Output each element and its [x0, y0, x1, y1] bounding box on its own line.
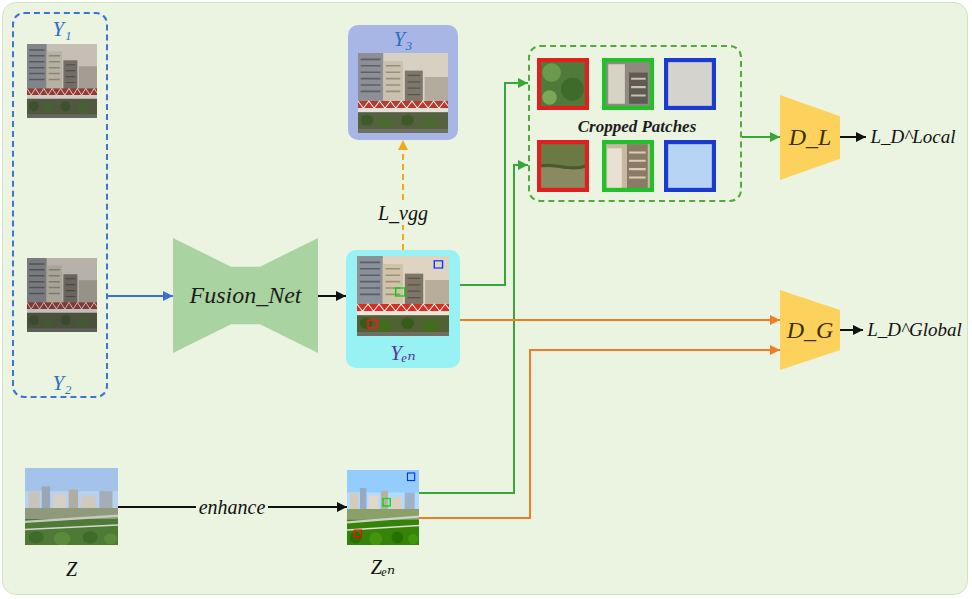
discriminator-block: D_G [780, 290, 840, 370]
input-image [27, 44, 97, 118]
use-element [27, 44, 97, 118]
network-block: Fusion_Net [173, 238, 318, 353]
rect-element [407, 473, 414, 481]
rect-element [396, 288, 405, 296]
use-element [27, 258, 97, 332]
patch-image [602, 58, 654, 110]
discriminator-name: D_G [787, 316, 834, 345]
connector [742, 136, 780, 138]
image-label: Zₑₙ [371, 555, 395, 579]
rect-element [607, 148, 622, 190]
image-label: Y₃ [394, 27, 413, 52]
rect-element [666, 60, 714, 108]
connector [402, 140, 404, 250]
patch-image [602, 140, 654, 192]
rect-element [664, 58, 716, 110]
rect-element [434, 261, 442, 268]
image-label: Y₁ [53, 17, 72, 42]
use-element [358, 53, 448, 133]
rect-element [666, 142, 714, 190]
enhanced-image [347, 470, 419, 545]
image-node: Zₑₙ [347, 470, 419, 545]
use-element [25, 468, 118, 545]
rect-element [604, 60, 652, 108]
loss-output: L_D^Global [863, 317, 966, 344]
path-element [537, 165, 589, 168]
connector [108, 295, 173, 297]
rect-element [627, 144, 648, 190]
use-element [347, 470, 419, 545]
rect-element [537, 140, 589, 192]
connector [460, 83, 528, 285]
connector [840, 329, 863, 331]
rect-element [602, 140, 654, 192]
connector [460, 319, 780, 321]
rect-element [539, 60, 587, 108]
patch-group: Cropped Patches [528, 45, 742, 202]
connector [419, 350, 780, 518]
image-node: Z [25, 468, 118, 545]
reference-image [358, 53, 448, 133]
path-element [629, 152, 646, 177]
rect-element [604, 142, 652, 190]
discriminator-block: D_L [780, 95, 840, 180]
loss-label: L_D^Local [870, 126, 955, 149]
rect-element [629, 73, 648, 104]
use-element [357, 256, 449, 336]
shape-fill [780, 290, 840, 370]
shape-fill [173, 238, 318, 353]
image-label: Yₑₙ [390, 341, 416, 366]
patch-image [537, 140, 589, 192]
reference-panel: Y₃ [348, 25, 458, 140]
fused-image [357, 256, 449, 336]
image-label: Z [66, 557, 77, 581]
network-name: Fusion_Net [190, 281, 302, 310]
patch-image [664, 58, 716, 110]
rect-element [602, 58, 654, 110]
circle-element [561, 78, 584, 101]
circle-element [542, 90, 557, 105]
rect-element [539, 142, 587, 190]
loss-label: L_D^Global [867, 319, 962, 342]
group-title: Cropped Patches [578, 117, 697, 137]
connector [840, 136, 866, 138]
rect-element [664, 140, 716, 192]
input-group: Y₁ Y₂ [12, 12, 108, 398]
discriminator-name: D_L [789, 123, 832, 152]
edge-label: L_vgg [375, 201, 431, 225]
edge-label: enhance [196, 495, 269, 519]
output-panel: Yₑₙ [346, 250, 460, 368]
rect-element [537, 58, 589, 110]
patch-image [664, 140, 716, 192]
circle-element [542, 63, 561, 82]
connector [318, 295, 346, 297]
image-label: Y₂ [53, 371, 72, 396]
loss-output: L_D^Local [866, 124, 960, 151]
rect-element [383, 499, 390, 507]
rect-element [354, 530, 361, 538]
unpaired-image [25, 468, 118, 545]
shape-fill [780, 95, 840, 180]
path-element [631, 79, 646, 96]
rect-element [608, 64, 625, 104]
input-image [27, 258, 97, 332]
patch-image [537, 58, 589, 110]
rect-element [368, 320, 377, 328]
